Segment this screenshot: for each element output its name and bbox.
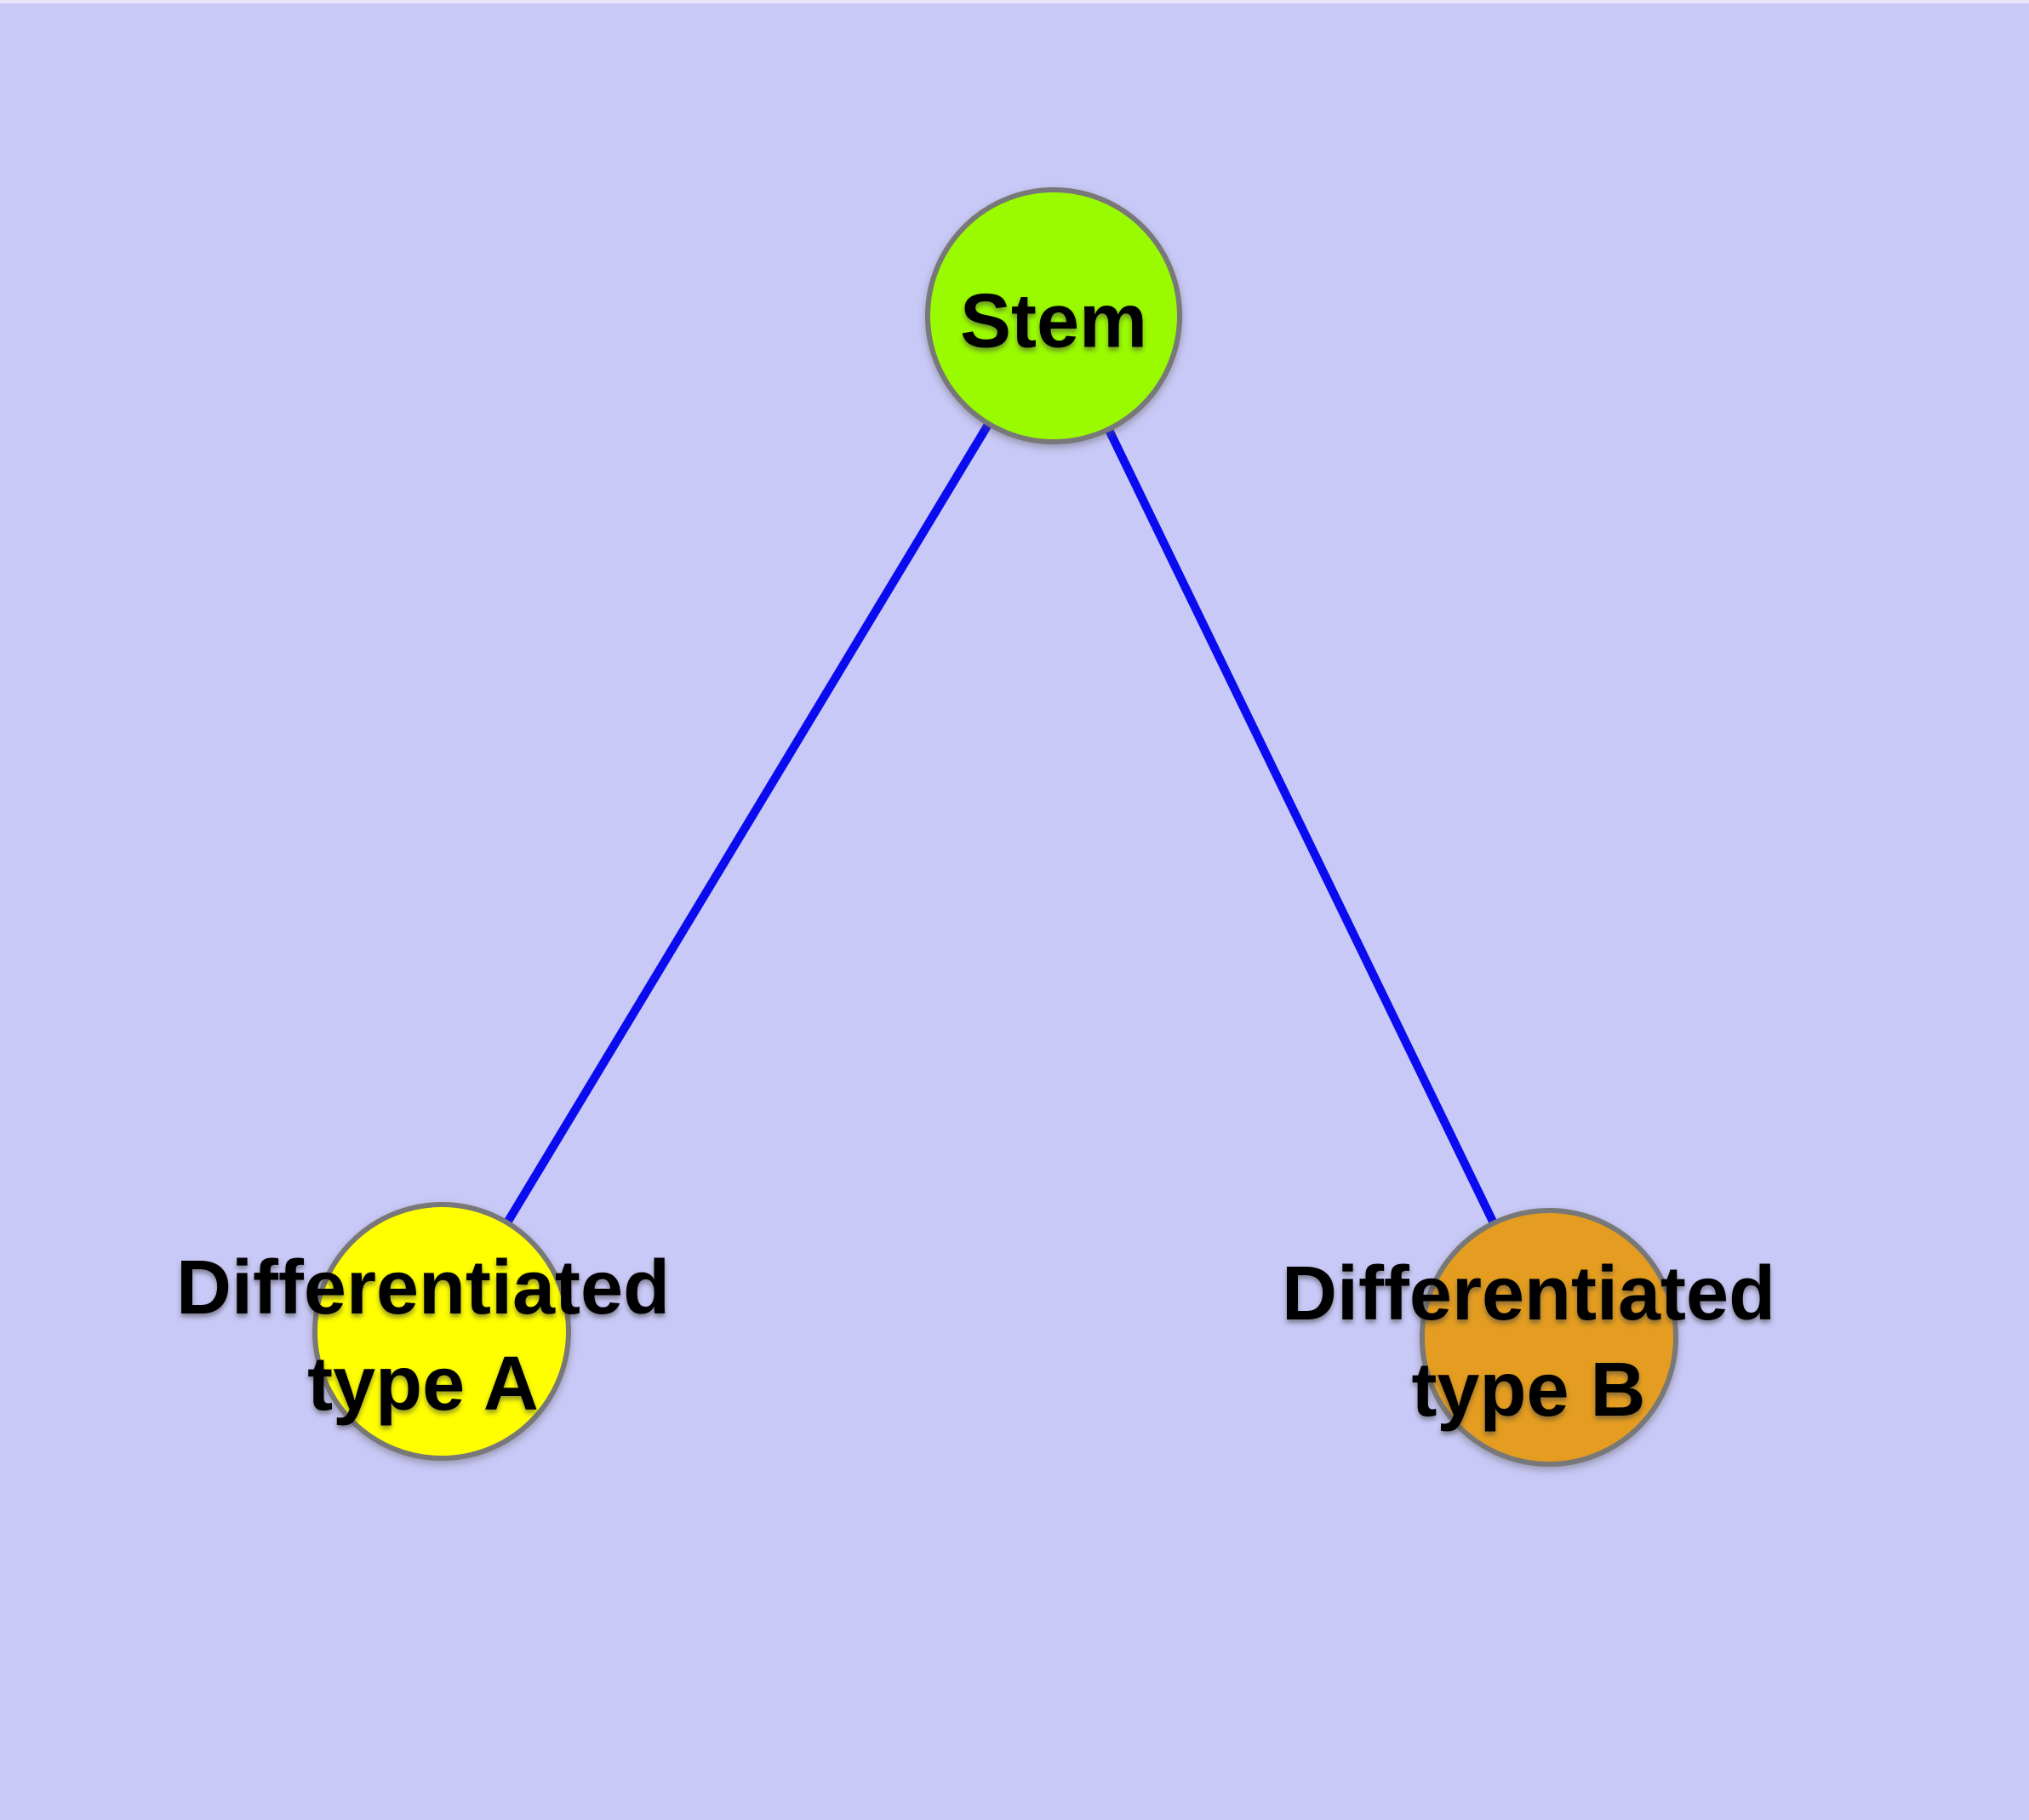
node-differentiated-type-a-label: Differentiated type A xyxy=(176,1240,670,1433)
window-top-edge xyxy=(0,0,2029,3)
node-differentiated-type-a[interactable] xyxy=(312,1202,571,1461)
label-line: type A xyxy=(307,1342,539,1427)
edge-stem-type-b[interactable] xyxy=(1049,313,1553,1340)
node-stem[interactable] xyxy=(925,187,1182,444)
node-stem-label: Stem xyxy=(960,274,1147,370)
node-differentiated-type-b[interactable] xyxy=(1420,1208,1678,1467)
node-differentiated-type-b-label: Differentiated type B xyxy=(1282,1246,1775,1439)
label-line: type B xyxy=(1411,1348,1646,1433)
edge-stem-type-a[interactable] xyxy=(437,313,1058,1334)
label-line: Differentiated xyxy=(175,1245,671,1331)
label-line: Stem xyxy=(959,278,1148,364)
label-line: Differentiated xyxy=(1281,1251,1776,1336)
